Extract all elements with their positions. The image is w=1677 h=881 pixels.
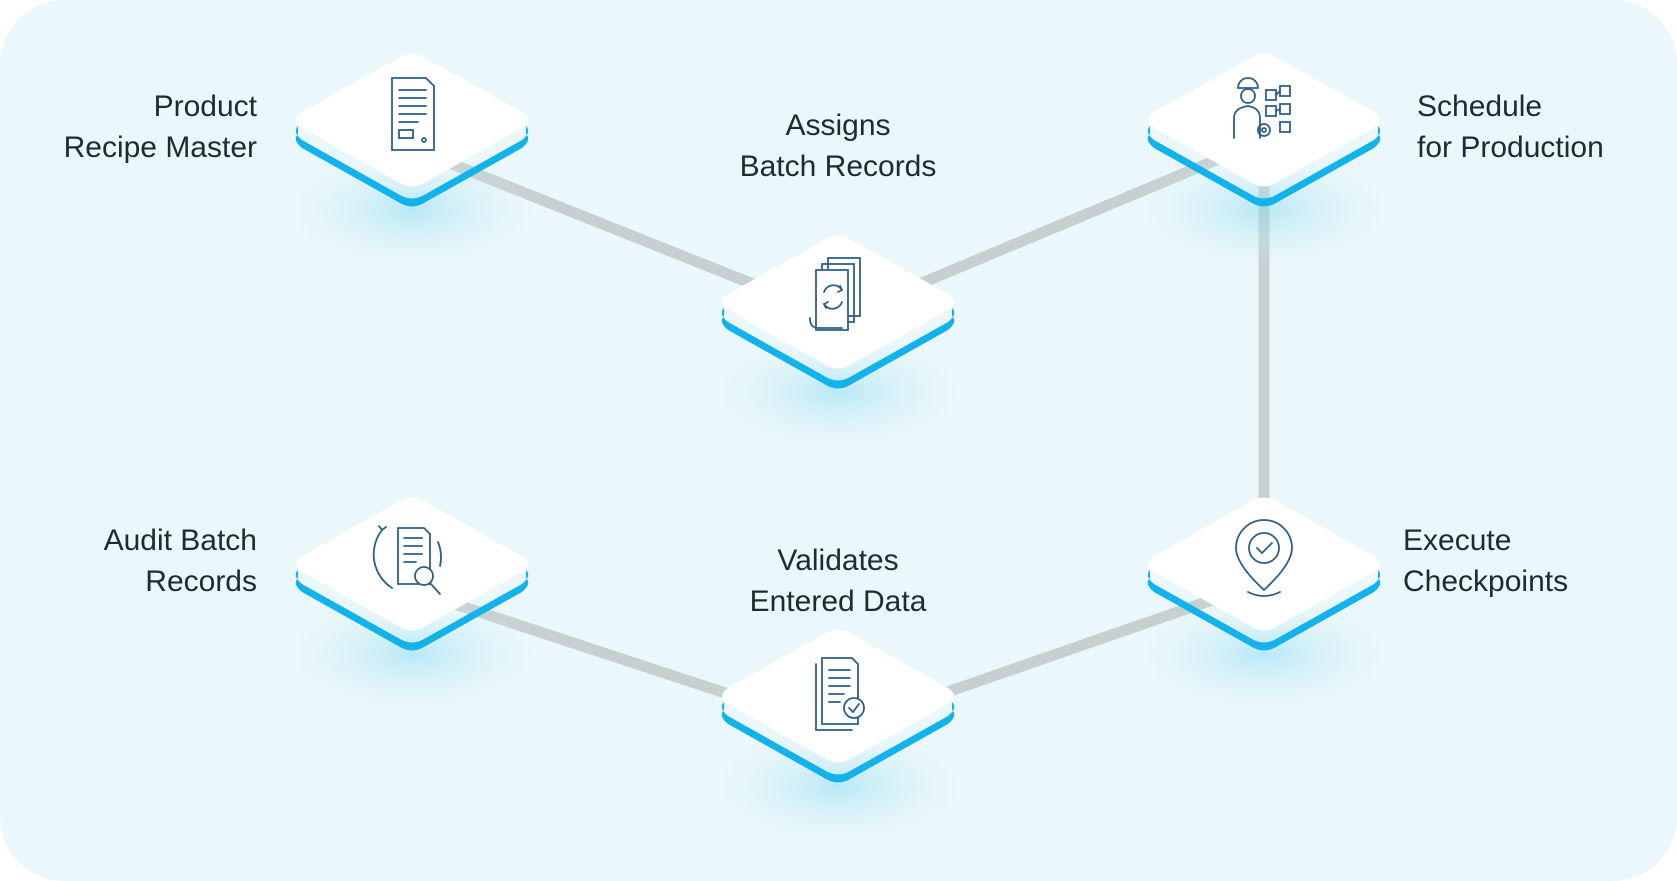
step-node-assign (708, 235, 968, 452)
stacked-documents-sync-icon (809, 257, 861, 331)
step-node-schedule (1134, 53, 1394, 270)
step-node-execute (1134, 497, 1394, 714)
worker-planning-board-icon (1233, 77, 1291, 139)
step-label-line: Entered Data (749, 585, 927, 618)
step-label-line: Audit Batch (103, 524, 257, 557)
step-node-audit (282, 497, 542, 714)
step-label-line: for Production (1417, 131, 1604, 164)
node-glow (1134, 150, 1394, 270)
step-label-execute: Execute Checkpoints (1403, 520, 1568, 602)
node-glow (282, 150, 542, 270)
step-label-line: Validates (777, 544, 899, 577)
node-glow (1134, 594, 1394, 714)
node-top (722, 629, 954, 763)
node-edge (295, 126, 529, 207)
step-label-schedule: Schedule for Production (1417, 86, 1604, 168)
step-label-line: Schedule (1417, 90, 1543, 123)
step-label-assign: Assigns Batch Records (688, 105, 988, 187)
step-label-line: Records (145, 565, 257, 598)
step-label-line: Assigns (785, 109, 891, 142)
step-label-audit: Audit Batch Records (104, 520, 257, 602)
step-label-line: Checkpoints (1403, 565, 1569, 598)
node-top (1148, 53, 1380, 187)
document-magnifier-icon (372, 525, 442, 595)
node-top (1148, 497, 1380, 631)
node-glow (708, 332, 968, 452)
node-edge (721, 308, 955, 389)
node-glow (282, 594, 542, 714)
node-edge (721, 702, 955, 783)
step-label-line: Product (153, 90, 257, 123)
step-label-recipe: Product Recipe Master (64, 86, 257, 168)
step-node-validate (708, 629, 968, 846)
node-glow (708, 726, 968, 846)
node-top (296, 497, 528, 631)
location-pin-check-icon (1235, 519, 1293, 597)
node-edge (295, 570, 529, 651)
step-label-line: Execute (1403, 524, 1512, 557)
node-edge (1147, 126, 1381, 207)
step-label-line: Batch Records (739, 150, 937, 183)
node-top (296, 53, 528, 187)
step-label-validate: Validates Entered Data (688, 540, 988, 622)
node-edge (1147, 570, 1381, 651)
step-node-recipe (282, 53, 542, 270)
document-list-icon (391, 77, 435, 151)
step-label-line: Recipe Master (63, 131, 257, 164)
document-verified-icon (815, 657, 865, 731)
